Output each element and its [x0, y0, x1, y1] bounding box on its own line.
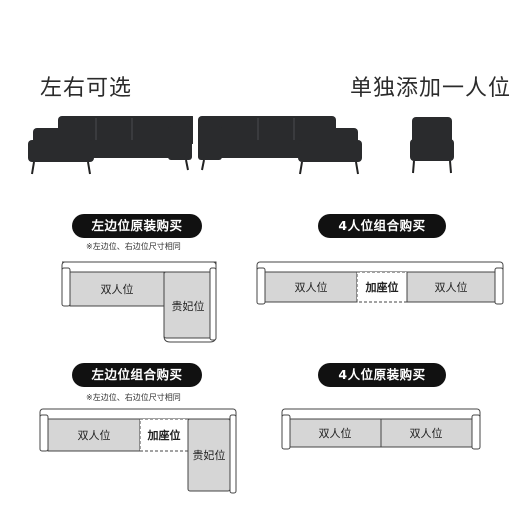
sofa-right-chaise-image: [198, 116, 362, 175]
label-loveseat-a: 双人位: [295, 280, 328, 294]
diagram-left-combo: 双人位 加座位 贵妃位: [39, 408, 237, 494]
label-loveseat: 双人位: [78, 428, 111, 442]
single-seat-image: [410, 117, 454, 174]
label-extra-seat: 加座位: [365, 280, 399, 294]
diagram-4seat-original: 双人位 双人位: [281, 408, 481, 450]
section-title-4seat-combo: 4人位组合购买: [318, 214, 446, 238]
caption-left-right-optional: 左右可选: [40, 76, 133, 101]
diagram-4seat-combo: 双人位 加座位 双人位: [256, 261, 504, 305]
section-note-same-size-2: ※左边位、右边位尺寸相同: [86, 393, 181, 402]
label-chaise: 贵妃位: [172, 299, 205, 313]
section-title-left-original: 左边位原装购买: [72, 214, 202, 238]
label-loveseat-b: 双人位: [410, 426, 443, 440]
sofa-left-chaise-image: [28, 116, 193, 175]
label-extra-seat: 加座位: [147, 428, 181, 442]
label-loveseat-a: 双人位: [319, 426, 352, 440]
diagram-left-original: 双人位 贵妃位: [61, 261, 217, 343]
section-note-same-size: ※左边位、右边位尺寸相同: [86, 242, 181, 251]
label-loveseat-b: 双人位: [435, 280, 468, 294]
caption-add-single-seat: 单独添加一人位: [350, 76, 512, 101]
label-loveseat: 双人位: [101, 282, 134, 296]
label-chaise: 贵妃位: [193, 448, 226, 462]
section-title-4seat-original: 4人位原装购买: [318, 363, 446, 387]
section-title-left-combo: 左边位组合购买: [72, 363, 202, 387]
